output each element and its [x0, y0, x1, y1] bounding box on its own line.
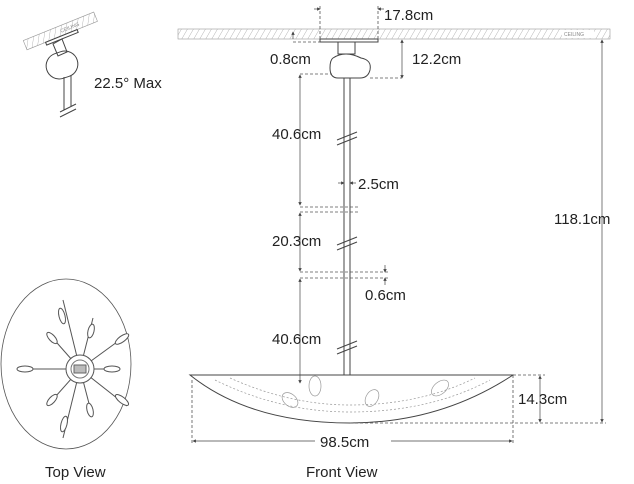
- stem-joint-label: 0.6cm: [365, 287, 406, 304]
- bowl-width-label: 98.5cm: [320, 434, 369, 451]
- front-view-label: Front View: [306, 464, 378, 481]
- tilt-label: 22.5° Max: [94, 75, 162, 92]
- overall-height-label: 118.1cm: [554, 211, 610, 228]
- top-view-label: Top View: [45, 464, 106, 481]
- canopy-height-label: 12.2cm: [412, 51, 461, 68]
- top-view: [0, 278, 132, 450]
- stem-middle-label: 20.3cm: [272, 233, 321, 250]
- bowl-height-label: 14.3cm: [518, 391, 567, 408]
- tilt-detail: CEILING 22.5° Max: [22, 11, 162, 118]
- ceiling-label: CEILING: [564, 32, 584, 38]
- dimension-lines: [191, 6, 606, 450]
- ceiling: CEILING: [177, 28, 611, 40]
- stem-lower-label: 40.6cm: [272, 331, 321, 348]
- bowl: [188, 374, 515, 424]
- stem-diameter-label: 2.5cm: [358, 176, 399, 193]
- stem: [336, 78, 358, 405]
- stem-upper-label: 40.6cm: [272, 126, 321, 143]
- canopy-depth-label: 0.8cm: [270, 51, 311, 68]
- canopy-width-label: 17.8cm: [384, 7, 433, 24]
- canopy: [319, 38, 379, 79]
